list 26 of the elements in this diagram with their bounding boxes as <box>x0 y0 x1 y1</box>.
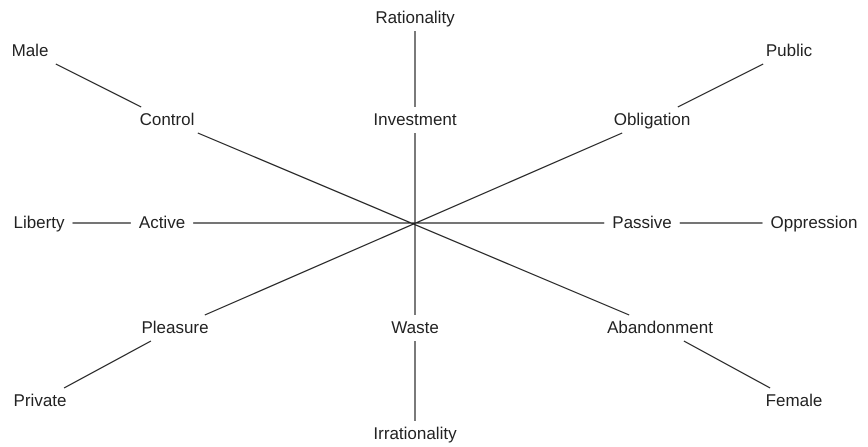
node-label: Public <box>766 41 812 60</box>
node-label: Investment <box>373 110 457 129</box>
node-label: Male <box>12 41 48 60</box>
connector-line <box>193 222 604 224</box>
node-label: Liberty <box>13 213 65 232</box>
node-label: Abandonment <box>607 318 713 337</box>
node-label: Waste <box>391 318 439 337</box>
connector-line <box>72 222 131 224</box>
node-label: Passive <box>612 213 672 232</box>
connector-line <box>680 222 763 224</box>
node-label: Private <box>14 391 66 410</box>
connector-line <box>684 340 770 389</box>
node-label: Rationality <box>375 8 455 27</box>
node-label: Control <box>140 110 194 129</box>
connector-line <box>64 340 152 389</box>
node-label: Pleasure <box>141 318 209 337</box>
node-label: Obligation <box>614 110 690 129</box>
node-label: Female <box>766 391 822 410</box>
connector-line <box>414 31 416 107</box>
node-label: Oppression <box>770 213 858 232</box>
node-label: Active <box>138 213 186 232</box>
connector-line <box>414 341 416 421</box>
node-label: Irrationality <box>373 424 457 443</box>
connector-line <box>678 63 764 108</box>
connector-line <box>414 133 416 315</box>
connector-line <box>56 63 142 108</box>
